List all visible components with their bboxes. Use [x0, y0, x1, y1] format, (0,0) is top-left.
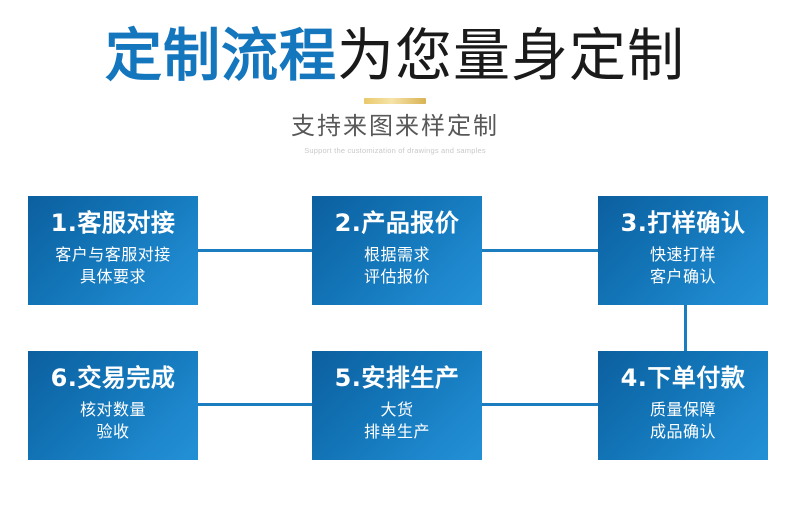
process-node-desc-line: 大货	[380, 399, 414, 419]
connector-step3-step4	[684, 305, 687, 351]
process-node-desc: 根据需求 评估报价	[312, 244, 482, 288]
process-node-desc: 快速打样 客户确认	[598, 244, 768, 288]
process-node-title: 3.打样确认	[620, 209, 746, 237]
process-node-desc-line: 评估报价	[363, 266, 430, 286]
gold-divider	[364, 97, 426, 104]
process-node-desc: 客户与客服对接 具体要求	[28, 244, 198, 288]
process-node-title: 5.安排生产	[334, 364, 460, 392]
process-node-desc-line: 质量保障	[649, 399, 716, 419]
process-node-step-5[interactable]: 5.安排生产 大货 排单生产	[312, 351, 482, 460]
connector-step2-step3	[482, 249, 598, 252]
process-node-title: 2.产品报价	[334, 209, 460, 237]
process-node-desc-line: 客户与客服对接	[55, 244, 171, 264]
process-node-step-1[interactable]: 1.客服对接 客户与客服对接 具体要求	[28, 196, 198, 305]
subtitle-english: Support the customization of drawings an…	[304, 146, 486, 156]
process-node-title: 4.下单付款	[620, 364, 746, 392]
page-title-accent: 定制流程	[105, 23, 337, 89]
process-node-desc: 质量保障 成品确认	[598, 399, 768, 443]
page-title-plain: 为您量身定制	[337, 23, 685, 89]
process-node-desc-line: 具体要求	[79, 266, 146, 286]
connector-step4-step5	[482, 403, 598, 406]
process-node-desc: 核对数量 验收	[28, 399, 198, 443]
process-node-desc-line: 核对数量	[79, 399, 146, 419]
subtitle-chinese: 支持来图来样定制	[291, 111, 499, 140]
process-node-desc-line: 快速打样	[649, 244, 716, 264]
process-node-title: 1.客服对接	[50, 209, 176, 237]
process-node-desc-line: 验收	[96, 421, 130, 441]
process-node-desc-line: 客户确认	[649, 266, 716, 286]
connector-step1-step2	[198, 249, 312, 252]
process-node-step-3[interactable]: 3.打样确认 快速打样 客户确认	[598, 196, 768, 305]
process-node-step-2[interactable]: 2.产品报价 根据需求 评估报价	[312, 196, 482, 305]
process-node-desc-line: 排单生产	[363, 421, 430, 441]
connector-step5-step6	[198, 403, 312, 406]
page-title: 定制流程为您量身定制	[0, 0, 790, 88]
process-node-desc: 大货 排单生产	[312, 399, 482, 443]
process-node-desc-line: 根据需求	[363, 244, 430, 264]
banner-header: 定制流程为您量身定制 支持来图来样定制 Support the customiz…	[0, 0, 790, 155]
process-node-step-4[interactable]: 4.下单付款 质量保障 成品确认	[598, 351, 768, 460]
process-node-step-6[interactable]: 6.交易完成 核对数量 验收	[28, 351, 198, 460]
process-node-desc-line: 成品确认	[649, 421, 716, 441]
process-node-title: 6.交易完成	[50, 364, 176, 392]
